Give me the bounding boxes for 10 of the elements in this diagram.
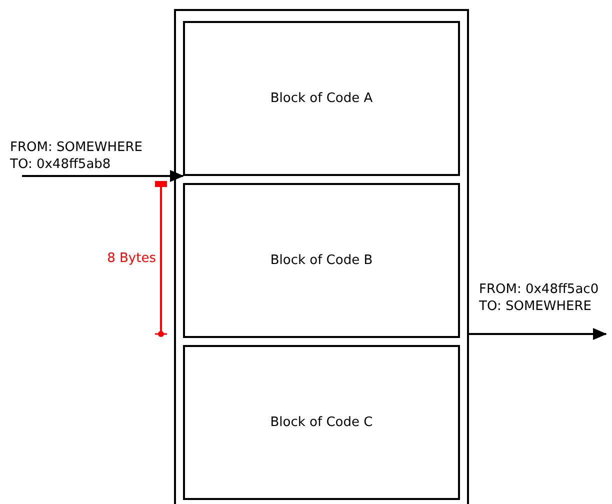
block-label: Block of Code B [270, 253, 373, 268]
code-block-box [183, 183, 460, 338]
code-block-box [183, 21, 460, 176]
arrow [469, 328, 607, 340]
arrow [22, 170, 184, 182]
block-label: Block of Code A [270, 91, 373, 106]
memory-region-box [174, 9, 469, 504]
code-block-box [183, 345, 460, 500]
dimension-label: 8 Bytes [107, 251, 156, 266]
block-label: Block of Code C [270, 415, 373, 430]
